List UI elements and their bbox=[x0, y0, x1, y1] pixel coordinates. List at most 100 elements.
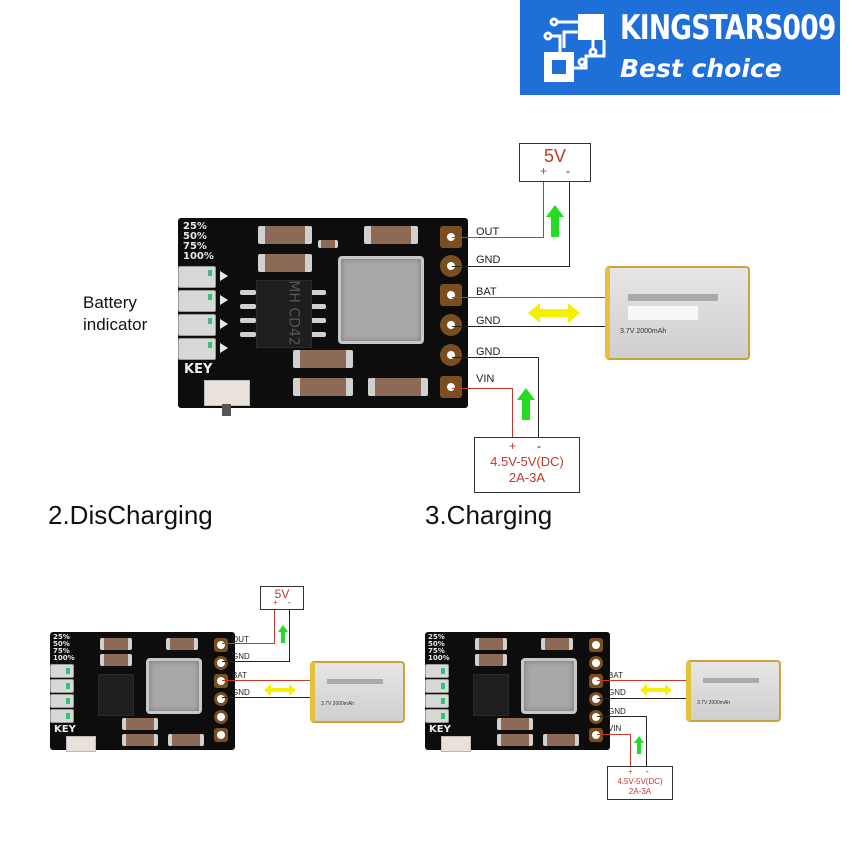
capacitor bbox=[258, 254, 312, 272]
led-indicator bbox=[425, 694, 449, 708]
minus-sign: - bbox=[537, 439, 541, 453]
wire-gnd bbox=[569, 180, 570, 267]
capacitor bbox=[168, 734, 204, 746]
pin-pad-gnd bbox=[440, 314, 462, 336]
led-indicator bbox=[178, 314, 216, 336]
input-supply-box: + - 4.5V-5V(DC) 2A-3A bbox=[474, 437, 580, 493]
pin-label-vin: VIN bbox=[608, 724, 622, 733]
led-indicator bbox=[425, 664, 449, 678]
capacitor bbox=[166, 638, 198, 650]
plus-sign: + bbox=[540, 164, 548, 178]
ic-chip bbox=[98, 674, 134, 716]
pin-pad-out bbox=[214, 638, 228, 652]
output-supply-box: 5V + - bbox=[260, 586, 304, 610]
battery-spec: 3.7V 2000mAh bbox=[321, 701, 355, 707]
pin-label-gnd: GND bbox=[476, 346, 501, 358]
pin-pad-gnd bbox=[214, 656, 228, 670]
minus-sign: - bbox=[646, 767, 649, 776]
green-arrow-up-icon bbox=[278, 625, 288, 643]
battery-spec: 3.7V 2000mAh bbox=[697, 700, 731, 706]
capacitor bbox=[475, 638, 507, 650]
wire-bat-gnd bbox=[597, 698, 687, 699]
lipo-battery: 3.7V 2000mAh bbox=[605, 266, 750, 360]
capacitor bbox=[475, 654, 507, 666]
plus-sign: + bbox=[509, 439, 517, 453]
brand-name: KINGSTARS009 bbox=[620, 8, 836, 48]
ic-pin bbox=[240, 332, 256, 337]
double-arrow-icon bbox=[264, 684, 296, 696]
battery-level-100: 100% bbox=[183, 251, 214, 262]
battery-level-100: 100% bbox=[428, 654, 450, 662]
battery-indicator-line2: indicator bbox=[83, 315, 148, 334]
pin-label-gnd: GND bbox=[476, 315, 501, 327]
led-indicator bbox=[425, 679, 449, 693]
lipo-battery: 3.7V 2000mAh bbox=[686, 660, 781, 722]
wire-bat-gnd bbox=[222, 697, 312, 698]
pin-label-gnd: GND bbox=[476, 254, 501, 266]
wire-gnd bbox=[222, 661, 290, 662]
wire-in-gnd bbox=[646, 716, 647, 766]
input-current: 2A-3A bbox=[508, 470, 546, 485]
pin-label-out: OUT bbox=[476, 226, 500, 238]
inductor bbox=[338, 256, 424, 344]
wire-in-gnd bbox=[597, 716, 647, 717]
capacitor bbox=[293, 350, 353, 368]
capacitor bbox=[100, 654, 132, 666]
key-switch[interactable] bbox=[204, 380, 250, 406]
pcb-board: 25% 50% 75% 100% MH CD42 KEY bbox=[178, 218, 468, 416]
switch-knob[interactable] bbox=[222, 404, 231, 416]
output-voltage: 5V bbox=[274, 587, 290, 601]
battery-level-25: 25% bbox=[183, 221, 207, 232]
pcb-board-charging: 25% 50% 75% 100% KEY bbox=[425, 632, 610, 752]
pin-pad-bat bbox=[589, 674, 603, 688]
pin-label-bat: BAT bbox=[232, 671, 247, 680]
green-arrow-up-icon bbox=[546, 205, 564, 237]
input-current: 2A-3A bbox=[628, 787, 652, 796]
triangle-marker-icon bbox=[220, 319, 228, 329]
caption-charging: 3.Charging bbox=[425, 500, 553, 530]
ic-chip bbox=[473, 674, 509, 716]
pin-pad-bat bbox=[440, 284, 462, 306]
wire-gnd bbox=[452, 266, 570, 267]
battery-level-50: 50% bbox=[53, 640, 70, 648]
pin-label-gnd: GND bbox=[608, 688, 626, 697]
key-switch[interactable] bbox=[66, 736, 96, 752]
wire-gnd bbox=[289, 608, 290, 662]
battery-level-50: 50% bbox=[428, 640, 445, 648]
plus-sign: + bbox=[628, 767, 633, 776]
ic-pin bbox=[310, 290, 326, 295]
wire-out bbox=[543, 180, 544, 238]
key-switch[interactable] bbox=[441, 736, 471, 752]
led-indicator bbox=[425, 709, 449, 723]
pin-label-gnd: GND bbox=[232, 688, 250, 697]
ic-pin bbox=[310, 304, 326, 309]
capacitor bbox=[497, 718, 533, 730]
pin-pad-gnd bbox=[214, 710, 228, 724]
led-indicator bbox=[50, 664, 74, 678]
ic-pin bbox=[240, 304, 256, 309]
led-indicator bbox=[178, 266, 216, 288]
capacitor bbox=[541, 638, 573, 650]
pin-pad-gnd bbox=[440, 344, 462, 366]
pin-label-bat: BAT bbox=[608, 671, 623, 680]
battery-level-25: 25% bbox=[53, 633, 70, 641]
caption-discharging: 2.DisCharging bbox=[48, 500, 213, 530]
pin-pad-vin bbox=[440, 376, 462, 398]
ic-pin bbox=[240, 318, 256, 323]
ic-pin bbox=[310, 332, 326, 337]
minus-sign: - bbox=[566, 164, 570, 178]
key-label: KEY bbox=[429, 724, 451, 735]
battery-level-75: 75% bbox=[53, 647, 70, 655]
wire-vin bbox=[630, 734, 631, 766]
green-arrow-up-icon bbox=[517, 388, 535, 420]
output-voltage: 5V bbox=[543, 146, 567, 166]
battery-label-blurred bbox=[327, 679, 383, 684]
pin-pad-gnd bbox=[440, 255, 462, 277]
wire-out bbox=[452, 237, 544, 238]
capacitor bbox=[364, 226, 418, 244]
capacitor bbox=[122, 718, 158, 730]
capacitor bbox=[543, 734, 579, 746]
wire-bat-gnd bbox=[452, 326, 608, 327]
brand-tagline: Best choice bbox=[620, 54, 782, 83]
key-label: KEY bbox=[184, 362, 213, 377]
